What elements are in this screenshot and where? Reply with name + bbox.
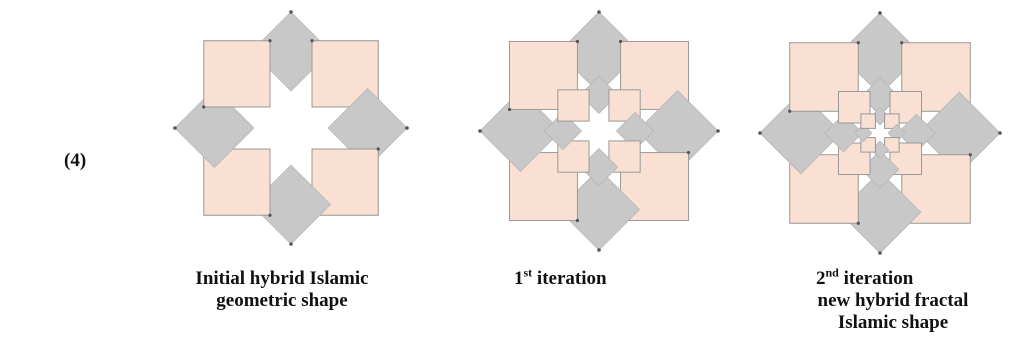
caption-first-rest: iteration xyxy=(532,268,607,289)
vertex-dot xyxy=(376,147,380,151)
second-iteration-shape xyxy=(758,11,1002,255)
caption-second-subtitle: new hybrid fractal Islamic shape xyxy=(790,290,996,334)
caption-initial-line2: geometric shape xyxy=(216,290,348,311)
vertex-dot xyxy=(507,107,512,112)
vertex-dot xyxy=(686,150,691,155)
gray-diamond xyxy=(543,111,583,151)
vertex-dot xyxy=(878,251,882,255)
caption-first-ordinal: 1 xyxy=(514,268,524,289)
vertex-dot xyxy=(405,126,409,130)
peach-square xyxy=(311,148,379,216)
gray-diamond xyxy=(250,11,332,92)
gray-diamond xyxy=(870,107,890,126)
vertex-dot xyxy=(289,10,293,14)
peach-square xyxy=(884,137,900,153)
caption-first-sup: st xyxy=(523,265,533,280)
peach-square xyxy=(203,40,271,108)
peach-square xyxy=(557,89,590,122)
vertex-dot xyxy=(878,11,882,15)
caption-second-ordinal: 2 xyxy=(816,268,826,289)
vertex-dot xyxy=(289,242,293,246)
vertex-dot xyxy=(856,41,860,45)
peach-square xyxy=(860,137,876,153)
vertex-dot xyxy=(268,39,272,43)
peach-square xyxy=(837,90,871,124)
vertex-dot xyxy=(856,221,860,225)
vertex-dot xyxy=(968,153,972,157)
caption-second-iteration: 2nd iteration xyxy=(816,265,914,290)
vertex-dot xyxy=(716,129,720,133)
vertex-dot xyxy=(900,41,904,45)
vertex-dot xyxy=(478,129,482,133)
caption-initial-line1: Initial hybrid Islamic xyxy=(195,268,369,289)
vertex-dot xyxy=(575,39,580,44)
vertex-dot xyxy=(758,131,762,135)
vertex-dot xyxy=(998,131,1002,135)
vertex-dot xyxy=(575,218,580,223)
figure-number: (4) xyxy=(64,150,87,171)
gray-diamond xyxy=(579,75,619,115)
gray-diamond xyxy=(824,113,863,153)
vertex-dot xyxy=(788,109,792,113)
caption-initial: Initial hybrid Islamic geometric shape xyxy=(174,268,390,312)
caption-second-line2: new hybrid fractal xyxy=(817,290,969,311)
peach-square xyxy=(608,89,641,122)
peach-square xyxy=(789,42,859,112)
gray-diamond xyxy=(479,89,562,173)
vertex-dot xyxy=(202,105,206,109)
caption-second-rest: iteration xyxy=(838,268,914,289)
gray-diamond xyxy=(759,91,843,175)
vertex-dot xyxy=(268,213,272,217)
vertex-dot xyxy=(310,39,314,43)
peach-square xyxy=(860,113,876,129)
caption-second-sup: nd xyxy=(825,265,839,280)
vertex-dot xyxy=(597,248,601,252)
caption-first-iteration: 1st iteration xyxy=(514,265,607,290)
initial-shape xyxy=(173,10,409,246)
vertex-dot xyxy=(173,126,177,130)
gray-diamond xyxy=(174,87,255,169)
vertex-dot xyxy=(618,39,623,44)
vertex-dot xyxy=(597,10,601,14)
caption-second-line3: Islamic shape xyxy=(837,312,949,333)
first-iteration-shape xyxy=(478,10,720,252)
peach-square xyxy=(884,113,900,129)
